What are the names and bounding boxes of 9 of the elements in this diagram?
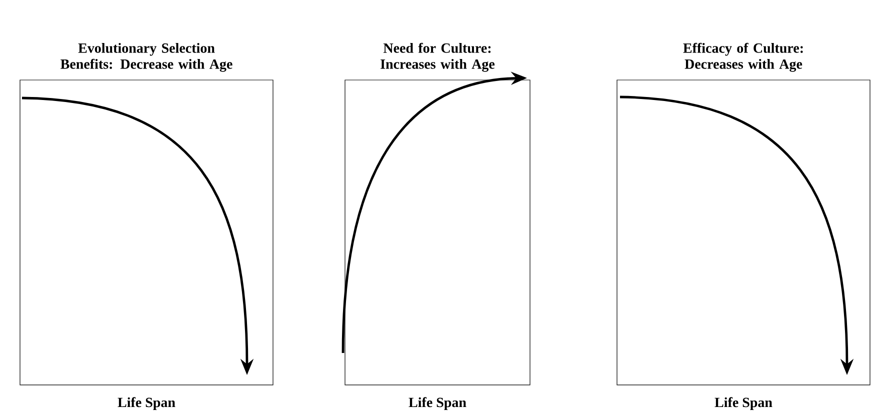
graph-panel: [20, 42, 274, 410]
graph-panel: [344, 42, 530, 410]
panel-heading: Efficacy of Culture: Decreases with Age: [683, 42, 803, 72]
axis-label: Life Span: [118, 397, 176, 410]
graph-panel: [616, 42, 870, 410]
axis-label: Life Span: [408, 397, 466, 410]
panel-heading: Need for Culture: Increases with Age: [380, 42, 495, 72]
axis-label: Life Span: [714, 397, 772, 410]
panel-heading: Evolutionary Selection Benefits: Decrease with Age: [60, 42, 232, 72]
